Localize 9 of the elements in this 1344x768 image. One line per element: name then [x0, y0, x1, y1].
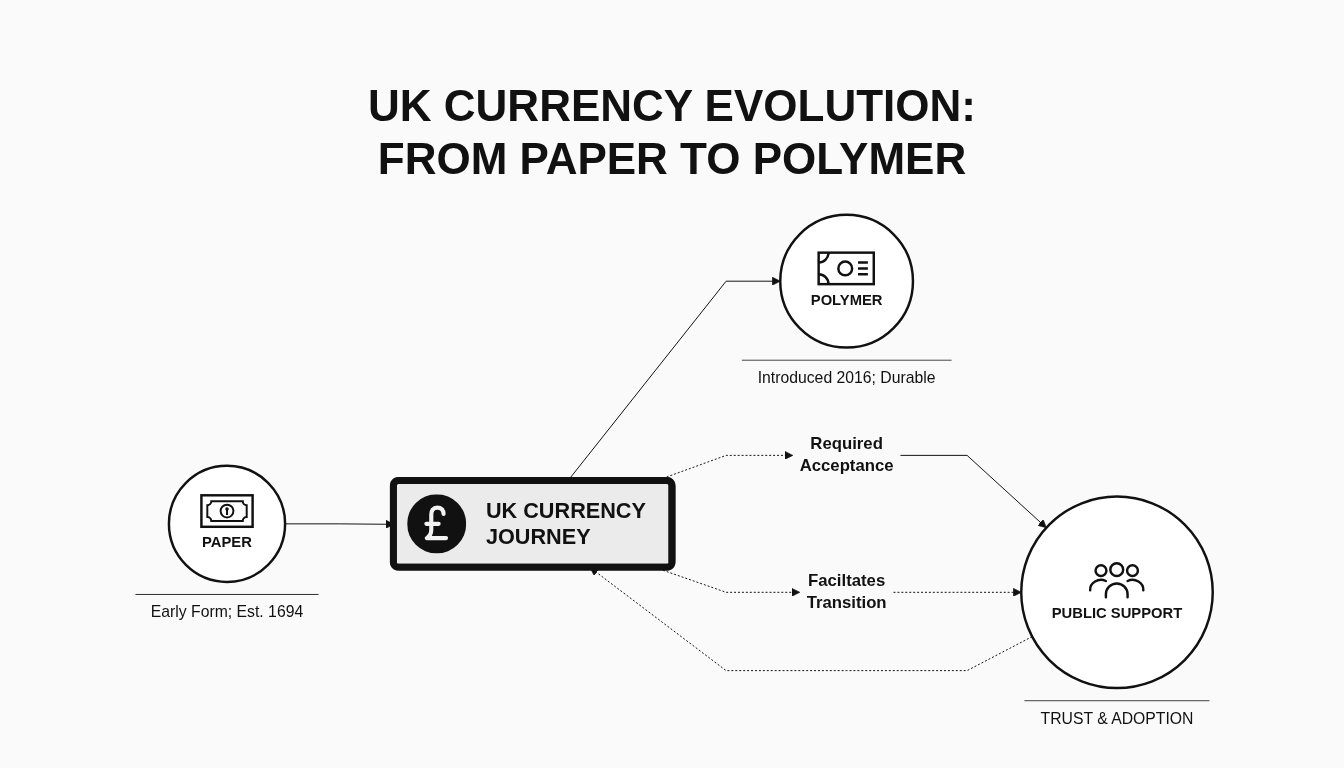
diagram-title: UK CURRENCY EVOLUTION: FROM PAPER TO POLYMER: [367, 80, 977, 185]
node-caption: Early Form; Est. 1694: [150, 603, 304, 623]
node-text: Required Acceptance: [799, 434, 894, 475]
node-caption: Introduced 2016; Durable: [757, 368, 936, 389]
node-circle: PUBLIC SUPPORT: [1020, 495, 1214, 690]
node-caption: TRUST & ADOPTION: [1040, 709, 1194, 729]
node-circle: PAPER: [167, 464, 287, 584]
node-circle: POLYMER: [779, 213, 915, 349]
node-text: Faciltates Transition: [806, 571, 887, 612]
